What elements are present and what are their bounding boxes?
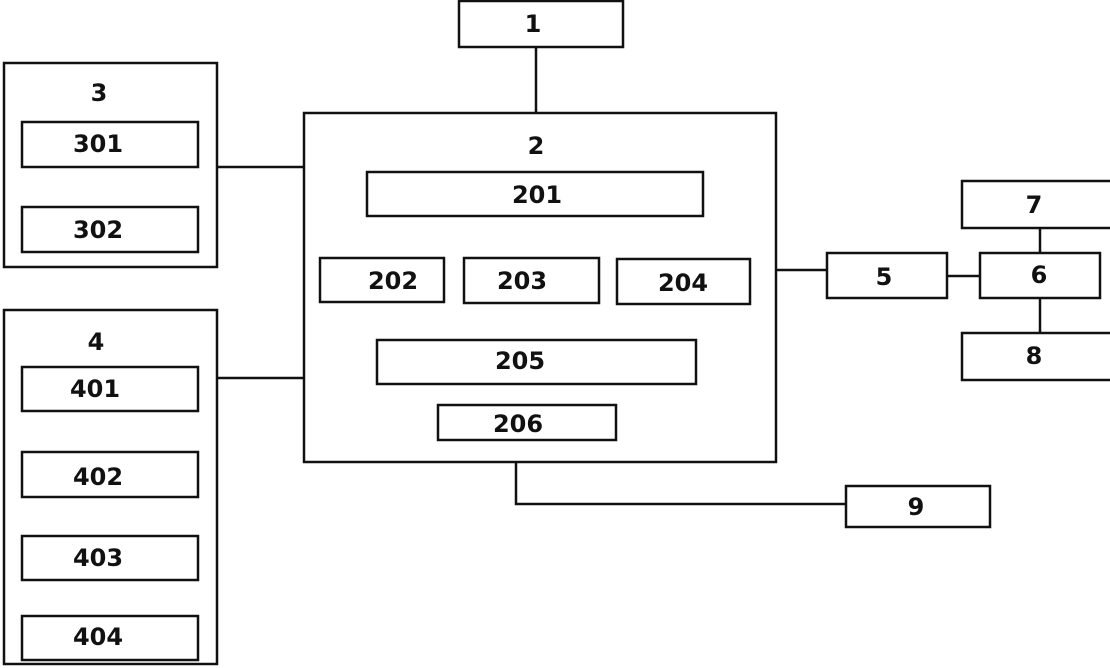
label-401: 401 (70, 375, 120, 403)
label-404: 404 (73, 623, 123, 651)
label-202: 202 (368, 267, 418, 295)
box-401 (20, 365, 200, 413)
connector-2-9 (514, 462, 846, 506)
label-206: 206 (493, 410, 543, 438)
label-4: 4 (88, 328, 105, 356)
box-7 (960, 179, 1110, 230)
label-9: 9 (908, 493, 925, 521)
label-1: 1 (525, 10, 542, 38)
box-301 (20, 120, 200, 169)
box-302 (20, 205, 200, 254)
label-7: 7 (1026, 191, 1043, 219)
label-204: 204 (658, 269, 708, 297)
box-1 (457, 0, 625, 49)
box-202 (318, 256, 446, 304)
label-201: 201 (512, 181, 562, 209)
label-403: 403 (73, 544, 123, 572)
box-5 (825, 251, 949, 300)
label-5: 5 (876, 263, 893, 291)
box-8 (960, 331, 1110, 382)
label-8: 8 (1026, 342, 1043, 370)
label-402: 402 (73, 463, 123, 491)
box-205 (375, 338, 698, 386)
box-6 (978, 251, 1102, 300)
label-205: 205 (495, 347, 545, 375)
box-201 (365, 170, 705, 218)
label-302: 302 (73, 216, 123, 244)
box-204 (615, 257, 752, 306)
box-403 (20, 534, 200, 582)
label-3: 3 (91, 79, 108, 107)
box-402 (20, 450, 200, 499)
label-301: 301 (73, 130, 123, 158)
box-206 (436, 403, 618, 442)
box-9 (844, 484, 992, 529)
box-404 (20, 614, 200, 662)
label-2: 2 (528, 132, 545, 160)
label-6: 6 (1031, 261, 1048, 289)
label-203: 203 (497, 267, 547, 295)
box-203 (462, 256, 601, 305)
